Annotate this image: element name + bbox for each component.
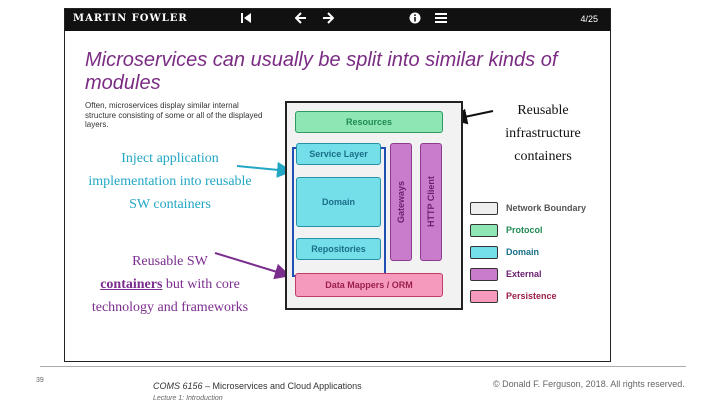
arrow-inject (236, 161, 293, 178)
arrow-right-icon[interactable] (322, 12, 335, 28)
data-mappers-box: Data Mappers / ORM (295, 273, 443, 297)
annotation-inject: Inject application implementation into r… (88, 151, 252, 212)
page-indicator: 4/25 (580, 14, 598, 24)
lecture-label: Lecture 1: Introduction (153, 395, 223, 402)
gateways-box: Gateways (390, 143, 412, 261)
intro-text: Often, microservices display similar int… (85, 101, 263, 129)
slide-page-number: 39 (36, 377, 44, 384)
annotation-reusable-sw: Reusable SW containers but with core tec… (85, 250, 255, 319)
skip-to-first-icon[interactable] (241, 12, 251, 28)
service-layer-box: Service Layer (296, 143, 381, 165)
copyright: © Donald F. Ferguson, 2018. All rights r… (493, 379, 685, 389)
legend-swatch (470, 245, 498, 259)
legend-item: Protocol (470, 219, 586, 241)
annotation-reusable-sw-part1: Reusable SW (132, 254, 208, 269)
course-code: COMS 6156 (153, 381, 203, 391)
legend-label: Persistence (506, 290, 557, 301)
legend-label: Protocol (506, 224, 543, 235)
legend-item: Domain (470, 241, 586, 263)
legend-swatch (470, 223, 498, 237)
arrow-left-icon[interactable] (294, 12, 307, 28)
course-name: COMS 6156 – Microservices and Cloud Appl… (153, 381, 362, 391)
legend-label: External (506, 268, 542, 279)
brand-logo: MARTIN FOWLER (73, 13, 188, 24)
domain-box: Domain (296, 177, 381, 227)
legend-item: Network Boundary (470, 197, 586, 219)
slide-frame: MARTIN FOWLER 4/25 Microservices can usu… (64, 8, 611, 362)
repositories-box: Repositories (296, 238, 381, 260)
annotation-infrastructure: Reusable infrastructure containers (505, 103, 581, 164)
legend-item: Persistence (470, 285, 586, 307)
course-title: – Microservices and Cloud Applications (202, 381, 362, 391)
legend-item: External (470, 263, 586, 285)
footer-rule (40, 366, 686, 367)
slide-toolbar: MARTIN FOWLER 4/25 (65, 9, 610, 31)
legend-label: Domain (506, 246, 540, 257)
legend-label: Network Boundary (506, 202, 587, 213)
legend-swatch (470, 201, 498, 215)
arrow-reusable-sw (214, 252, 291, 280)
info-icon[interactable] (409, 12, 421, 28)
legend-swatch (470, 267, 498, 281)
legend-swatch (470, 289, 498, 303)
slide-title: Microservices can usually be split into … (85, 49, 558, 94)
annotation-containers-emphasis: containers (100, 277, 163, 292)
resources-box: Resources (295, 111, 443, 133)
list-icon[interactable] (435, 12, 447, 28)
http-client-box: HTTP Client (420, 143, 442, 261)
annotation-reusable-sw-part3: but with core technology and frameworks (91, 277, 249, 315)
